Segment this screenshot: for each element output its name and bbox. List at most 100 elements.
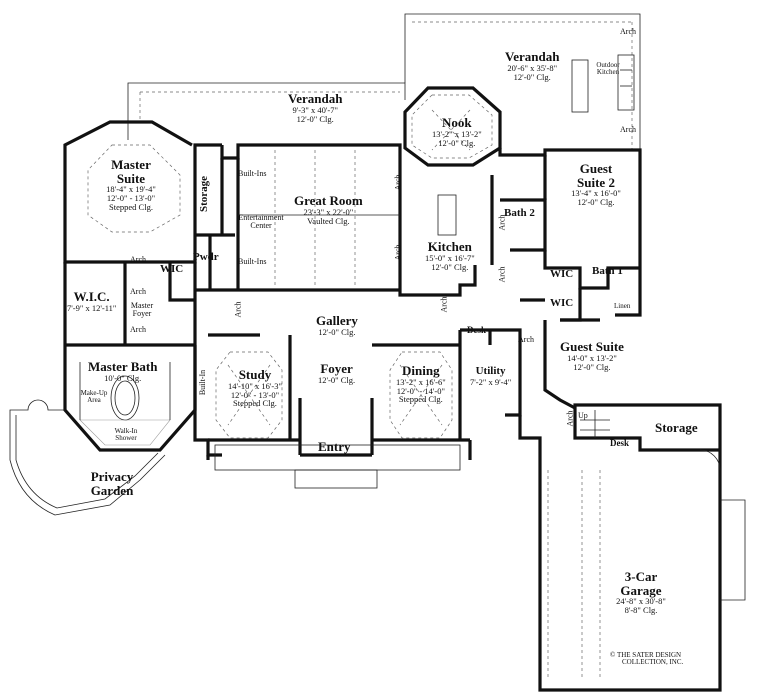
room-name: Privacy Garden bbox=[90, 469, 134, 498]
room-name: WIC bbox=[160, 263, 184, 275]
room-clg: 12'-0" Clg. bbox=[438, 137, 476, 148]
note-arch-10: Arch bbox=[497, 214, 507, 231]
copyright: © THE SATER DESIGN COLLECTION, INC. bbox=[610, 651, 684, 667]
room-name: WIC bbox=[550, 297, 574, 309]
room-clg: 8'-8" Clg. bbox=[624, 605, 658, 616]
note-desk-2: Desk bbox=[610, 438, 630, 448]
room-wic-master: W.I.C. 7'-9" x 12'-11" bbox=[67, 290, 116, 313]
copyright-line-2: COLLECTION, INC. bbox=[622, 658, 684, 667]
note-outdoor-kitchen: Outdoor Kitchen bbox=[596, 61, 620, 77]
note-arch-7: Arch bbox=[393, 174, 403, 191]
room-clg: 12'-0" Clg. bbox=[296, 113, 334, 124]
room-name: Guest Suite 2 bbox=[577, 161, 615, 190]
note-arch-13: Arch bbox=[565, 410, 575, 427]
room-name: Storage bbox=[655, 420, 698, 435]
room-dims: 13'-2" x 13'-2" bbox=[432, 128, 482, 139]
note-walk-in-shower: Walk-In Shower bbox=[114, 427, 138, 443]
room-name: Kitchen bbox=[427, 239, 472, 254]
note-built-ins-1: Built-Ins bbox=[238, 169, 267, 178]
room-name: Master Bath bbox=[88, 359, 158, 374]
room-dims: 9'-3" x 40'-7" bbox=[292, 104, 338, 115]
note-built-in: Built-In bbox=[198, 369, 208, 396]
room-verandah-left: Verandah 9'-3" x 40'-7" 12'-0" Clg. bbox=[288, 92, 342, 123]
note-arch-1: Arch bbox=[620, 27, 636, 36]
room-name: W.I.C. bbox=[73, 289, 110, 304]
room-name: Master Suite bbox=[111, 157, 151, 186]
note-arch-9: Arch bbox=[439, 296, 449, 313]
room-dims: 7'-9" x 12'-11" bbox=[67, 302, 117, 313]
room-great-room: Great Room 23'-3" x 22'-0" Vaulted Clg. bbox=[294, 194, 363, 225]
room-clg: Vaulted Clg. bbox=[307, 215, 350, 226]
room-name: Great Room bbox=[294, 193, 363, 208]
note-arch-5: Arch bbox=[130, 325, 146, 334]
room-clg2: Stepped Clg. bbox=[109, 202, 153, 213]
room-foyer: Foyer 12'-0" Clg. bbox=[318, 362, 355, 385]
note-desk-1: Desk bbox=[467, 325, 487, 335]
room-wic-c: WIC bbox=[550, 297, 574, 310]
note-up: Up bbox=[578, 411, 588, 420]
room-name: Guest Suite bbox=[560, 339, 624, 354]
room-name: Verandah bbox=[505, 49, 560, 64]
room-wic-b: WIC bbox=[550, 268, 573, 281]
room-clg: 12'-0" Clg. bbox=[318, 326, 356, 337]
room-name: Verandah bbox=[288, 91, 343, 106]
room-dims: 14'-0" x 13'-2" bbox=[567, 352, 617, 363]
room-bath-2: Bath 2 bbox=[504, 207, 535, 220]
room-name: Pwdr bbox=[193, 251, 219, 263]
room-clg: 12'-0" Clg. bbox=[513, 71, 551, 82]
copyright-line-1: © THE SATER DESIGN bbox=[610, 651, 682, 659]
nook-walls bbox=[403, 86, 502, 167]
note-make-up-area: Make-Up Area bbox=[80, 389, 108, 405]
room-clg: 12'-0" - 14'-0" bbox=[396, 385, 445, 396]
room-dims: 14'-10" x 16'-3" bbox=[228, 380, 282, 391]
room-dims: 13'-4" x 16'-0" bbox=[571, 188, 621, 199]
room-name: Entry bbox=[318, 439, 351, 454]
room-guest-suite: Guest Suite 14'-0" x 13'-2" 12'-0" Clg. bbox=[560, 340, 624, 371]
room-dims: 24'-8" x 30'-8" bbox=[616, 596, 666, 607]
room-dims: 7'-2" x 9'-4" bbox=[470, 376, 512, 387]
room-nook: Nook 13'-2" x 13'-2" 12'-0" Clg. bbox=[432, 116, 482, 147]
room-bath-1: Bath 1 bbox=[592, 265, 623, 278]
room-dining: Dining 13'-2" x 16'-6" 12'-0" - 14'-0" S… bbox=[396, 364, 446, 404]
room-clg: 12'-0" Clg. bbox=[577, 197, 615, 208]
note-linen: Linen bbox=[614, 302, 631, 310]
room-dims: 15'-0" x 16'-7" bbox=[425, 252, 475, 263]
garage-walls bbox=[518, 403, 722, 692]
room-clg: 10'-0" Clg. bbox=[104, 372, 142, 383]
verandah-left-outline bbox=[127, 82, 406, 140]
room-name: 3-Car Garage bbox=[620, 569, 662, 598]
room-master-suite: Master Suite 18'-4" x 19'-4" 12'-0" - 13… bbox=[96, 158, 166, 212]
room-guest-suite-2: Guest Suite 2 13'-4" x 16'-0" 12'-0" Clg… bbox=[565, 162, 627, 207]
room-storage-top: Storage bbox=[198, 175, 211, 213]
room-name: Nook bbox=[442, 115, 472, 130]
note-master-foyer: Master Foyer bbox=[130, 301, 154, 319]
kitchen-island bbox=[437, 194, 457, 236]
room-name: Bath 1 bbox=[592, 265, 623, 277]
note-arch-3: Arch bbox=[130, 255, 146, 264]
room-clg: 12'-0" Clg. bbox=[431, 261, 469, 272]
verandah-top-outline bbox=[404, 13, 641, 158]
room-dims: 18'-4" x 19'-4" bbox=[106, 184, 156, 195]
room-name: Foyer bbox=[320, 361, 353, 376]
room-garage: 3-Car Garage 24'-8" x 30'-8" 8'-8" Clg. bbox=[606, 570, 676, 615]
room-storage-garage: Storage bbox=[655, 421, 698, 435]
note-arch-12: Arch bbox=[518, 335, 534, 344]
room-wic-a: WIC bbox=[160, 263, 184, 276]
room-utility: Utility 7'-2" x 9'-4" bbox=[470, 365, 512, 387]
room-master-bath: Master Bath 10'-0" Clg. bbox=[88, 360, 157, 383]
outdoor-kitchen-counter bbox=[571, 59, 589, 113]
room-dims: 20'-6" x 35'-8" bbox=[507, 62, 558, 73]
room-clg: 12'-0" Clg. bbox=[318, 374, 356, 385]
note-arch-11: Arch bbox=[497, 266, 507, 283]
room-name: Study bbox=[238, 367, 272, 382]
room-kitchen: Kitchen 15'-0" x 16'-7" 12'-0" Clg. bbox=[425, 240, 475, 271]
room-clg2: Stepped Clg. bbox=[233, 398, 277, 409]
note-arch-4: Arch bbox=[130, 287, 146, 296]
room-clg: 12'-0" - 13'-0" bbox=[106, 193, 156, 204]
room-clg: 12'-0" Clg. bbox=[573, 361, 611, 372]
room-pwdr: Pwdr bbox=[193, 251, 219, 264]
room-name: Dining bbox=[402, 363, 440, 378]
room-privacy-garden: Privacy Garden bbox=[82, 470, 142, 497]
room-verandah-top: Verandah 20'-6" x 35'-8" 12'-0" Clg. bbox=[505, 50, 559, 81]
